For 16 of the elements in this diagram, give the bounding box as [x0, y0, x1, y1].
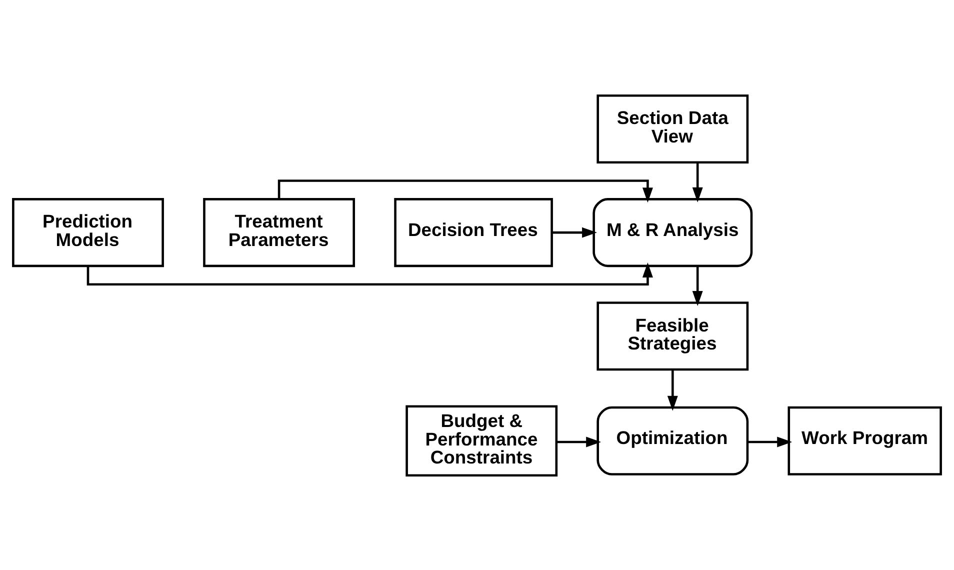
- node-box: Optimization: [596, 406, 749, 475]
- arrow: [692, 266, 703, 306]
- arrow: [748, 436, 792, 447]
- node-box: Feasible Strategies: [596, 301, 749, 370]
- arrow: [692, 162, 703, 202]
- node-box: M & R Analysis: [592, 198, 753, 267]
- arrow: [86, 262, 653, 285]
- node-box: Section Data View: [596, 94, 749, 163]
- node-box: Budget & Performance Constraints: [406, 404, 558, 476]
- node-box: Work Program: [788, 406, 942, 475]
- arrow: [667, 369, 678, 410]
- node-box: Treatment Parameters: [203, 198, 355, 267]
- node-box: Decision Trees: [394, 198, 553, 267]
- node-box: Prediction Models: [12, 198, 164, 267]
- arrow: [556, 436, 602, 447]
- arrow: [552, 226, 598, 238]
